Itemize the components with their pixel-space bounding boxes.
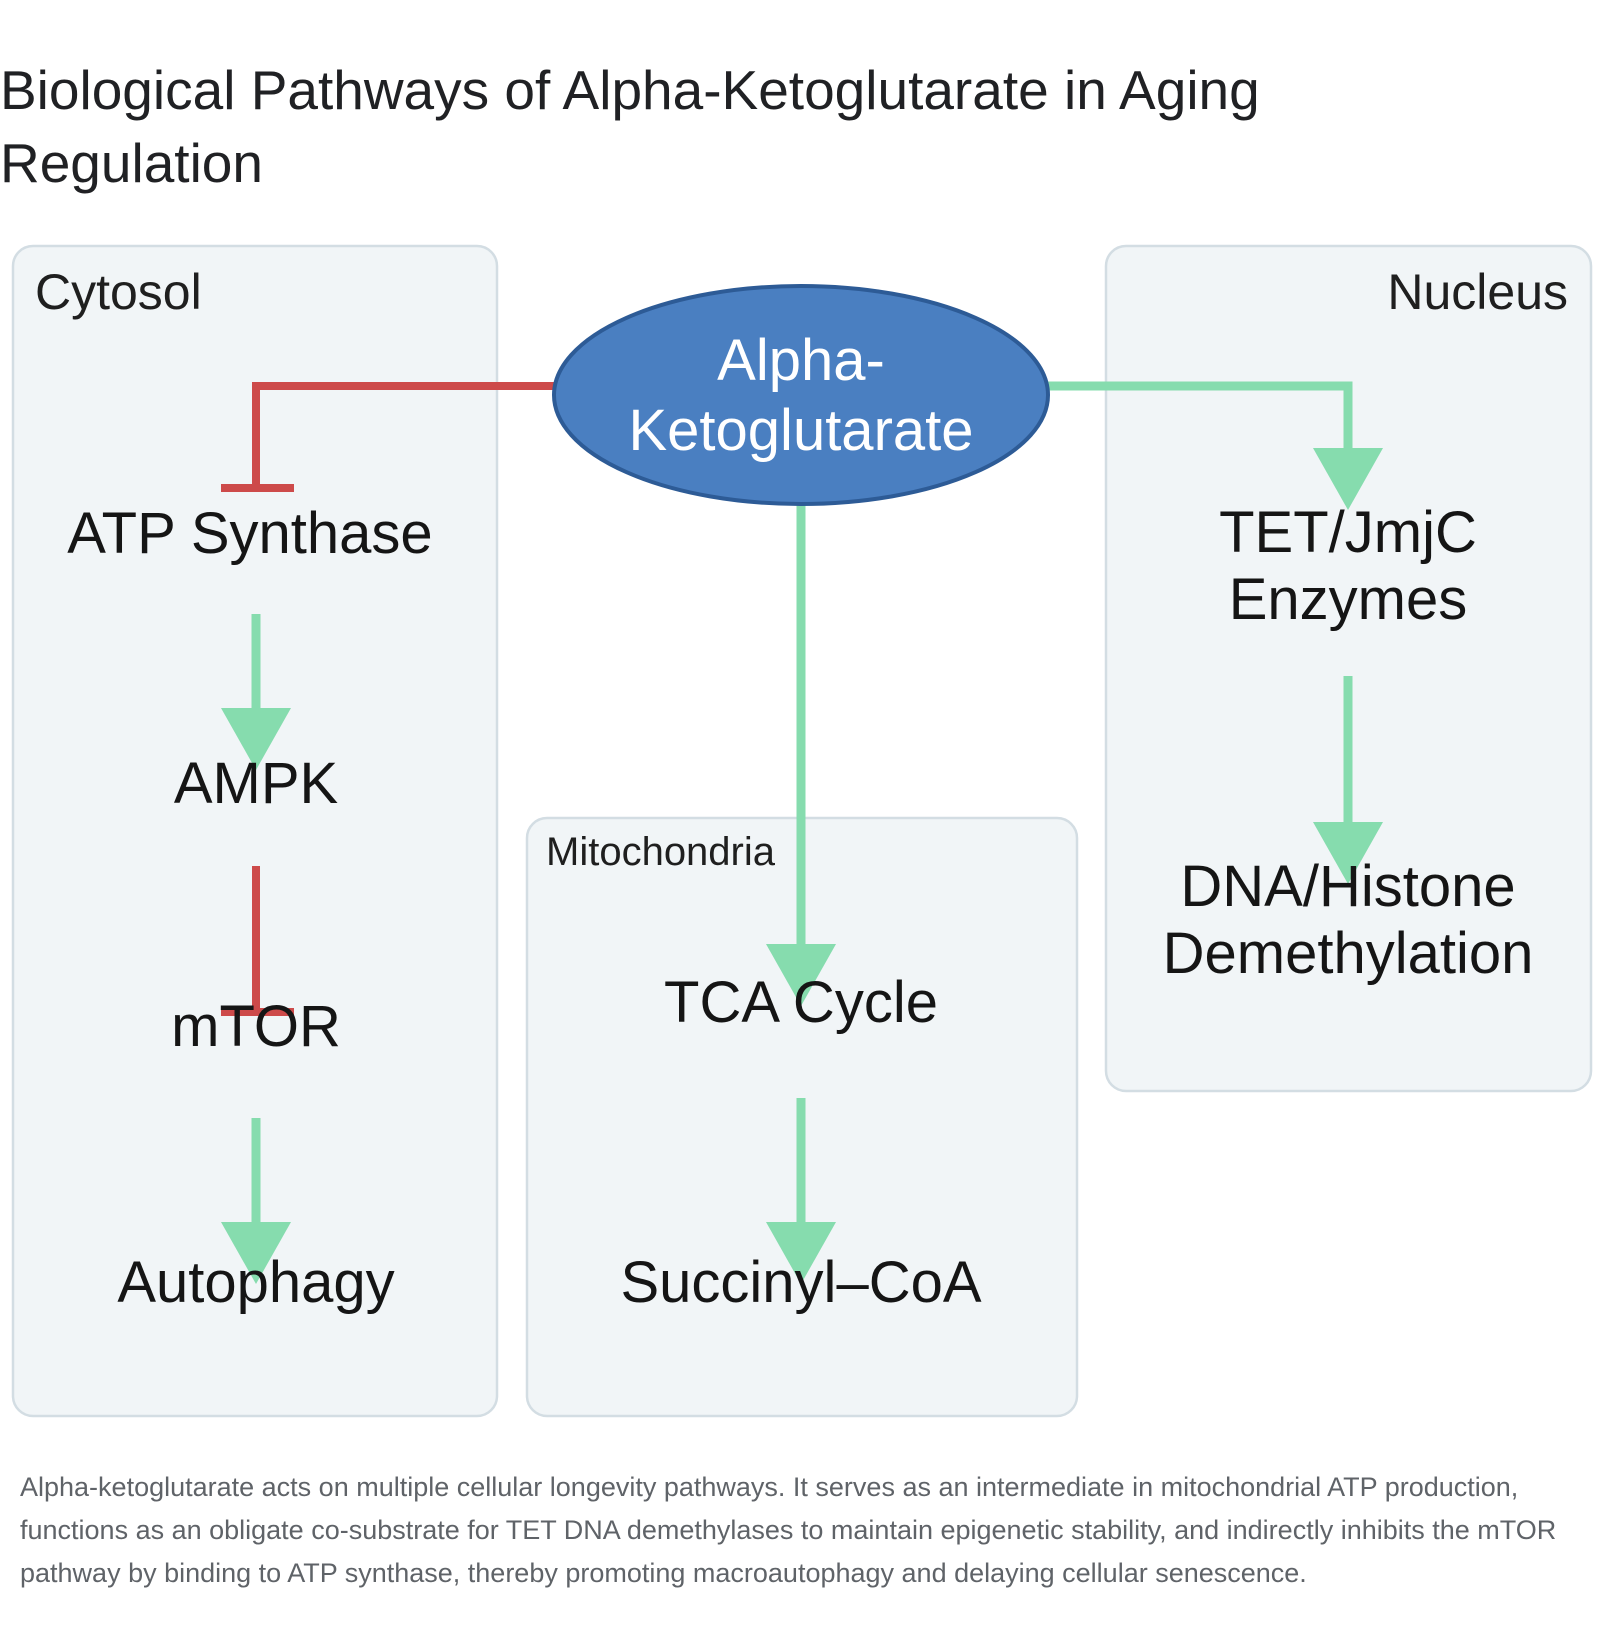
mitochondria-label: Mitochondria	[546, 830, 776, 874]
figure-caption: Alpha-ketoglutarate acts on multiple cel…	[20, 1472, 1557, 1588]
hub-label-line-1: Alpha-	[717, 328, 885, 393]
edge-tet-jmjc-activates-demethylation	[1313, 676, 1383, 884]
hub-label-line-2: Ketoglutarate	[628, 398, 973, 463]
nucleus-panel	[1104, 244, 1593, 1093]
alpha-ketoglutarate-hub: Alpha- Ketoglutarate	[552, 284, 1050, 506]
edge-ampk-inhibits-mtor	[221, 866, 294, 1016]
edge-atp-synthase-activates-ampk	[221, 614, 291, 770]
edge-akg-activates-tca-cycle	[766, 504, 836, 1006]
node-dna-histone-line-2: Demethylation	[1163, 921, 1534, 986]
nucleus-label: Nucleus	[1387, 264, 1568, 320]
node-succinyl-coa: Succinyl–CoA	[620, 1250, 981, 1315]
node-tca-cycle: TCA Cycle	[664, 970, 938, 1035]
edge-tca-cycle-activates-succinyl-coa	[766, 1098, 836, 1284]
cytosol-label: Cytosol	[35, 264, 202, 320]
pathway-diagram: Cytosol Nucleus Mitochondria	[0, 230, 1600, 1430]
node-mtor: mTOR	[171, 994, 341, 1059]
node-ampk: AMPK	[174, 751, 339, 816]
edge-akg-inhibits-atp-synthase	[221, 382, 555, 492]
node-dna-histone-line-1: DNA/Histone	[1180, 854, 1515, 919]
edge-mtor-activates-autophagy	[221, 1118, 291, 1284]
node-tet-jmjc-line-1: TET/JmjC	[1219, 500, 1477, 565]
node-autophagy: Autophagy	[117, 1250, 394, 1315]
edge-akg-activates-tet-jmjc	[1045, 381, 1383, 510]
node-tet-jmjc-line-2: Enzymes	[1229, 567, 1468, 632]
cytosol-panel	[11, 244, 499, 1418]
node-atp-synthase: ATP Synthase	[67, 501, 432, 566]
page-title: Biological Pathways of Alpha-Ketoglutara…	[0, 59, 1260, 194]
